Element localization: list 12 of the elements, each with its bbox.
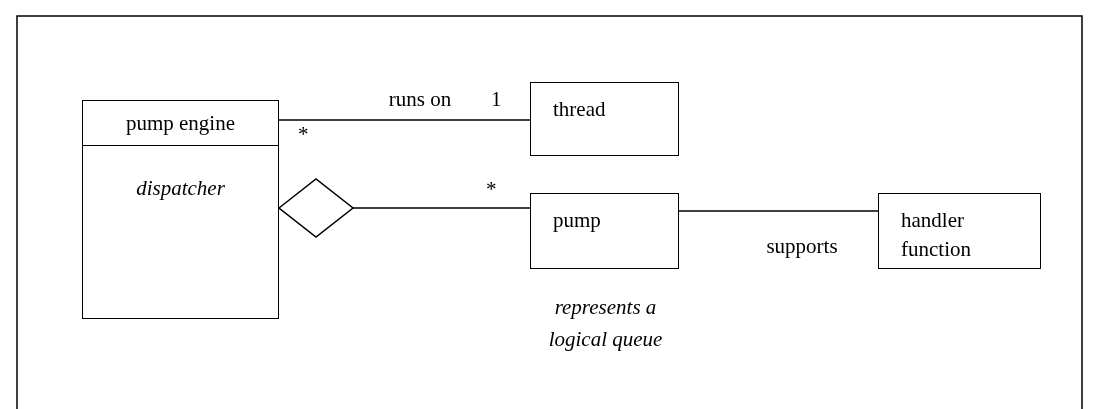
class-role: dispatcher [135, 176, 226, 201]
association-line [678, 210, 879, 212]
association-line [278, 119, 531, 121]
class-name: thread [553, 96, 607, 123]
aggregation-line [278, 178, 531, 238]
class-box [878, 193, 1041, 269]
class-box [82, 100, 279, 319]
class-box [530, 82, 679, 156]
class-name: pump [553, 207, 602, 234]
class-name: pump engine [124, 111, 237, 136]
class-name: handler function [901, 207, 972, 264]
node-caption: represents a logical queue [547, 294, 664, 353]
